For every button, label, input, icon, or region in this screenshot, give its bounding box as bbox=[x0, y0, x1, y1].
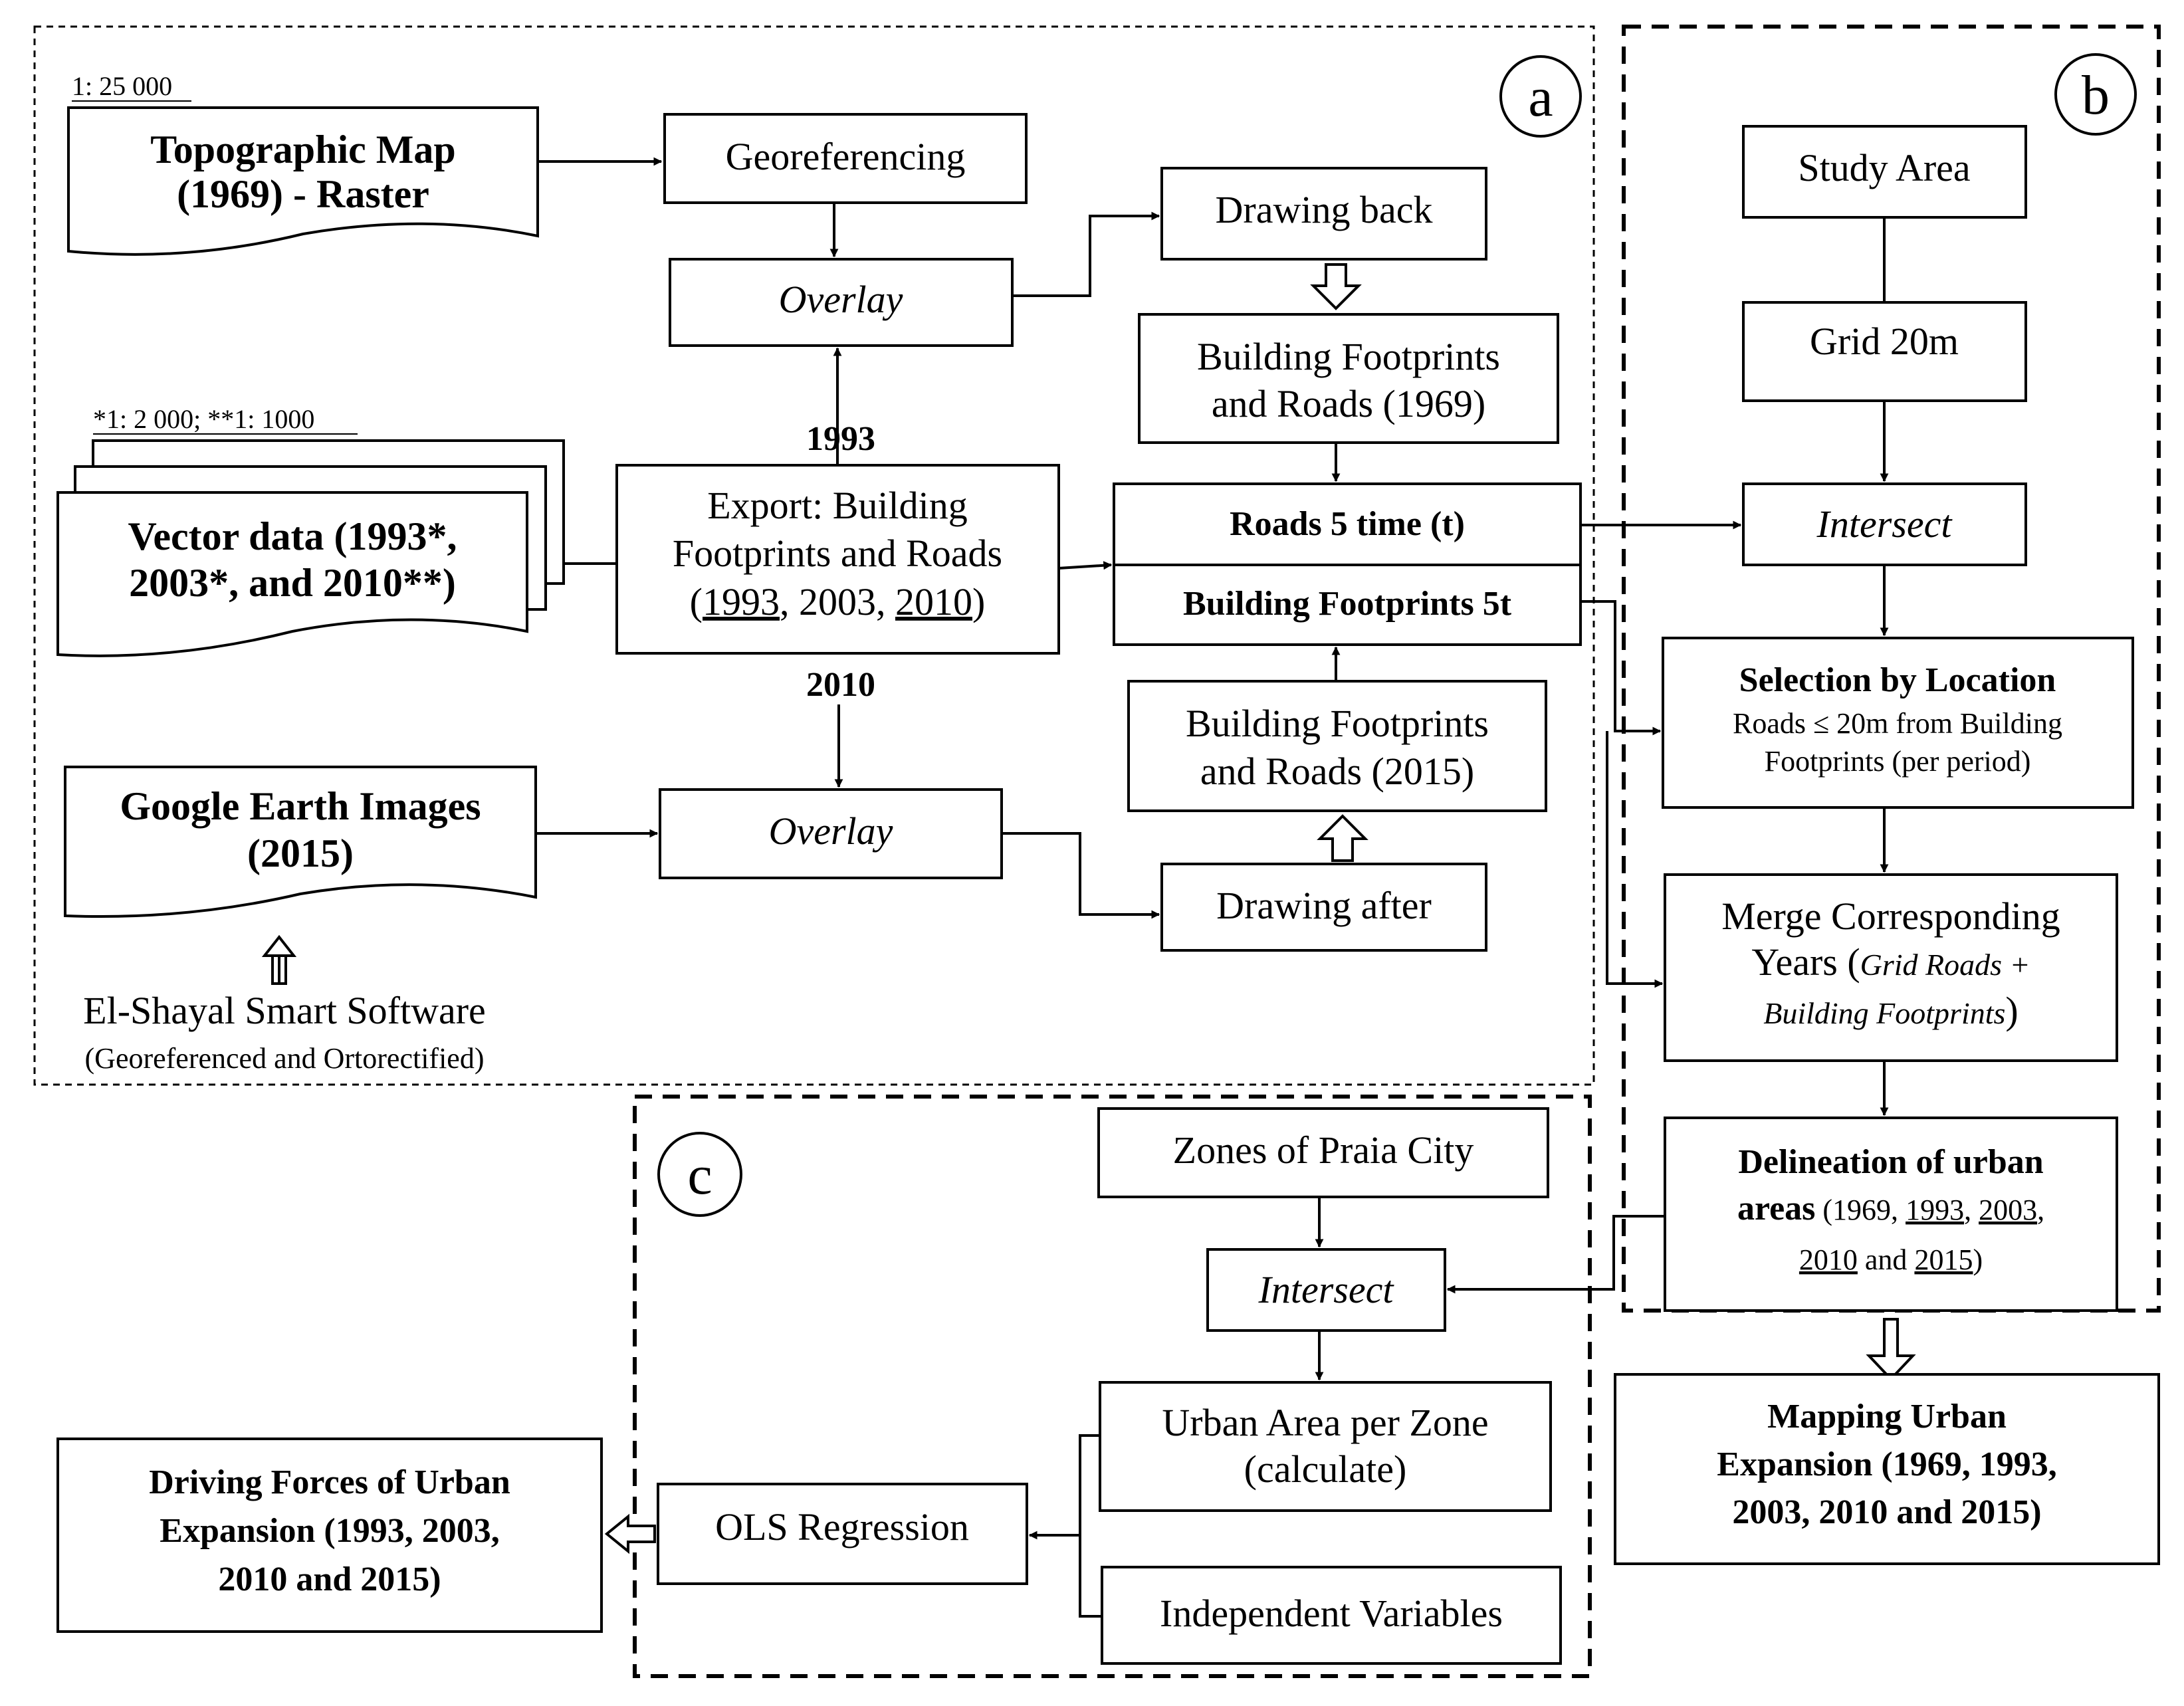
topographic-map-doc bbox=[67, 106, 539, 256]
ols-label: OLS Regression bbox=[715, 1505, 969, 1548]
export-box bbox=[615, 464, 1060, 655]
topo-title-1: Topographic Map bbox=[150, 128, 456, 171]
study-area-label: Study Area bbox=[1798, 146, 1970, 189]
drawing-after-label: Drawing after bbox=[1216, 884, 1432, 927]
delineation-line-1: Delineation of urban bbox=[1738, 1143, 2043, 1181]
drawing-back-box bbox=[1160, 167, 1487, 261]
overlay-top-box bbox=[669, 258, 1014, 347]
drawing-back-label: Drawing back bbox=[1216, 188, 1433, 231]
vector-data-doc bbox=[56, 491, 528, 657]
bf-1969-line-1: Building Footprints bbox=[1197, 335, 1500, 378]
year-1993-label: 1993 bbox=[806, 420, 875, 458]
topo-scale-label: 1: 25 000 bbox=[72, 71, 172, 101]
merge-box bbox=[1664, 873, 2118, 1062]
independent-box bbox=[1101, 1566, 1562, 1665]
zones-box bbox=[1097, 1107, 1549, 1198]
bf-2015-line-1: Building Footprints bbox=[1186, 702, 1489, 745]
driving-forces-box bbox=[56, 1438, 603, 1633]
software-line-1: El-Shayal Smart Software bbox=[83, 989, 486, 1032]
bf-1969-box bbox=[1138, 313, 1559, 444]
intersect-c-label: Intersect bbox=[1258, 1268, 1395, 1311]
merge-line-1: Merge Corresponding bbox=[1721, 895, 2060, 938]
svg-text:a: a bbox=[1528, 66, 1553, 128]
delineation-line-2: areas (1969, 1993, 2003, bbox=[1737, 1190, 2044, 1227]
delineation-box bbox=[1664, 1117, 2118, 1312]
selection-line-2: Footprints (per period) bbox=[1765, 745, 2031, 778]
drawing-after-box bbox=[1160, 863, 1487, 952]
export-line-3: (1993, 2003, 2010) bbox=[690, 580, 986, 623]
mapping-line-1: Mapping Urban bbox=[1767, 1398, 2007, 1436]
google-title-1: Google Earth Images bbox=[120, 784, 481, 828]
google-title-2: (2015) bbox=[247, 831, 354, 875]
intersect-c-box bbox=[1206, 1248, 1446, 1332]
intersect-b-box bbox=[1742, 482, 2027, 566]
vector-title-2: 2003*, and 2010**) bbox=[129, 561, 456, 605]
selection-title: Selection by Location bbox=[1739, 661, 2056, 699]
section-a-frame bbox=[33, 25, 1595, 1086]
export-line-2: Footprints and Roads bbox=[673, 532, 1002, 575]
urban-area-box bbox=[1099, 1381, 1552, 1512]
mapping-hollow-arrow bbox=[1866, 1318, 1916, 1381]
merge-line-2: Years (Grid Roads + bbox=[1751, 940, 2030, 984]
section-label-a: a bbox=[1499, 55, 1582, 138]
driving-line-2: Expansion (1993, 2003, bbox=[160, 1512, 499, 1550]
roads-5t-label: Roads 5 time (t) bbox=[1230, 505, 1465, 543]
georeferencing-box bbox=[663, 113, 1028, 204]
ols-box bbox=[657, 1483, 1028, 1585]
independent-label: Independent Variables bbox=[1160, 1592, 1503, 1635]
mapping-line-2: Expansion (1969, 1993, bbox=[1717, 1445, 2056, 1483]
zones-label: Zones of Praia City bbox=[1173, 1128, 1474, 1172]
urban-area-line-1: Urban Area per Zone bbox=[1162, 1401, 1488, 1444]
selection-box bbox=[1662, 637, 2134, 809]
connectors bbox=[536, 157, 1889, 1618]
urban-area-line-2: (calculate) bbox=[1244, 1447, 1407, 1491]
bf-2015-line-2: and Roads (2015) bbox=[1200, 750, 1474, 793]
mapping-box bbox=[1614, 1373, 2160, 1565]
driving-line-1: Driving Forces of Urban bbox=[149, 1463, 510, 1501]
vector-title-1: Vector data (1993*, bbox=[128, 514, 457, 558]
vector-scale-label: *1: 2 000; **1: 1000 bbox=[93, 404, 314, 434]
topo-title-2: (1969) - Raster bbox=[177, 172, 429, 216]
google-earth-doc bbox=[64, 766, 537, 918]
delineation-line-3: 2010 and 2015) bbox=[1799, 1243, 1983, 1276]
software-line-2: (Georeferenced and Ortorectified) bbox=[85, 1042, 485, 1075]
grid-box bbox=[1742, 301, 2027, 402]
bf-5t-label: Building Footprints 5t bbox=[1183, 585, 1512, 623]
overlay-top-label: Overlay bbox=[779, 278, 903, 321]
svg-text:b: b bbox=[2082, 64, 2110, 126]
intersect-b-label: Intersect bbox=[1816, 502, 1953, 546]
export-line-1: Export: Building bbox=[707, 484, 968, 527]
section-label-b: b bbox=[2054, 53, 2137, 136]
section-b-frame bbox=[1622, 25, 2161, 1313]
grid-label: Grid 20m bbox=[1810, 320, 1959, 363]
year-2010-label: 2010 bbox=[806, 666, 875, 704]
software-hollow-arrow bbox=[261, 934, 297, 985]
study-area-box bbox=[1742, 125, 2027, 219]
overlay-bottom-label: Overlay bbox=[769, 809, 893, 853]
bf-2015-box bbox=[1127, 680, 1547, 812]
georeferencing-label: Georeferencing bbox=[726, 135, 966, 178]
driving-line-3: 2010 and 2015) bbox=[218, 1560, 441, 1598]
mapping-line-3: 2003, 2010 and 2015) bbox=[1732, 1493, 2041, 1531]
bf-1969-line-2: and Roads (1969) bbox=[1212, 382, 1485, 425]
section-label-c: c bbox=[657, 1132, 742, 1217]
section-c-frame bbox=[633, 1095, 1592, 1678]
selection-line-1: Roads ≤ 20m from Building bbox=[1733, 707, 2062, 740]
merge-line-3: Building Footprints) bbox=[1763, 989, 2019, 1032]
svg-text:c: c bbox=[687, 1144, 712, 1206]
